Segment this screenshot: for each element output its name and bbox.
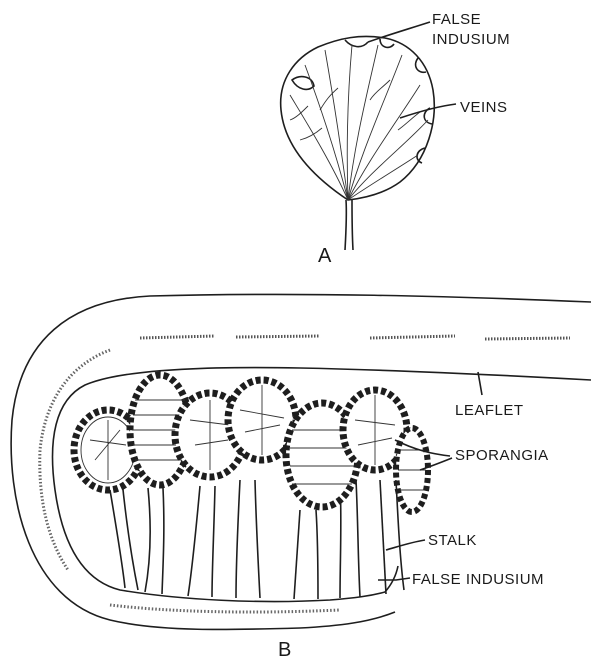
caption-a: A bbox=[318, 245, 332, 267]
veins-leader bbox=[400, 104, 456, 118]
petiole bbox=[345, 200, 346, 250]
leaflet-veins bbox=[290, 45, 428, 200]
stalk-leader bbox=[386, 540, 425, 550]
label-veins: VEINS bbox=[460, 99, 508, 116]
leaflet-leader bbox=[478, 372, 482, 395]
sporangia bbox=[74, 375, 428, 512]
false-indusium-fold bbox=[385, 566, 398, 592]
false-indusium-leader bbox=[368, 22, 430, 42]
lower-tissue-strip bbox=[110, 605, 340, 612]
label-leaflet: LEAFLET bbox=[455, 402, 524, 419]
sporangium bbox=[396, 428, 428, 512]
label-false-indusium-a-line1: FALSE bbox=[432, 11, 481, 28]
false-indusium-flaps bbox=[292, 39, 432, 163]
label-sporangia: SPORANGIA bbox=[455, 447, 549, 464]
sporangia-stalks bbox=[108, 478, 404, 599]
section-figure-b: LEAFLET SPORANGIA STALK FALSE INDUSIUM B bbox=[11, 294, 591, 661]
label-false-indusium-b: FALSE INDUSIUM bbox=[412, 571, 544, 588]
caption-b: B bbox=[278, 639, 291, 661]
upper-tissue-strips bbox=[140, 336, 570, 339]
label-false-indusium-a-line2: INDUSIUM bbox=[432, 31, 510, 48]
leaflet-figure-a: FALSE INDUSIUM VEINS A bbox=[281, 11, 511, 267]
label-stalk: STALK bbox=[428, 532, 477, 549]
